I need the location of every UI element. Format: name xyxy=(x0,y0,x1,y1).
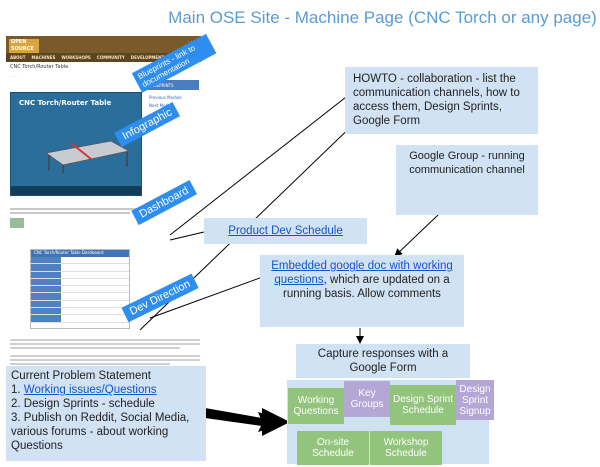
dashboard-row xyxy=(31,300,129,309)
blueprints-header: BLUEPRINTS xyxy=(147,80,199,90)
dashboard-row xyxy=(31,271,129,279)
text-line xyxy=(10,363,170,365)
dashboard-row xyxy=(31,278,129,287)
embedded-doc-box: Embedded google doc with working questio… xyxy=(260,255,464,327)
product-dev-schedule-box: Product Dev Schedule xyxy=(204,218,367,244)
google-group-box: Google Group - running communication cha… xyxy=(396,145,538,215)
product-dev-schedule-link[interactable]: Product Dev Schedule xyxy=(228,225,343,237)
text-line xyxy=(10,355,200,357)
design-sprint-signup-cell: Design Sprint Signup xyxy=(456,380,494,420)
dashboard-row xyxy=(31,315,129,323)
cnc-table-illustration xyxy=(44,140,131,173)
dashboard-row xyxy=(31,257,129,265)
dashboard-table: CNC Torch/Router Table Dashboard xyxy=(30,249,130,329)
big-arrow xyxy=(200,410,290,432)
text-line xyxy=(10,343,200,345)
blueprints-links: Previous Module Next Module xyxy=(149,94,182,110)
dashboard-row xyxy=(31,308,129,316)
workshop-schedule-cell: Workshop Schedule xyxy=(370,431,442,465)
problem-statement-box: Current Problem Statement 1. Working iss… xyxy=(6,366,206,461)
dashboard-row xyxy=(31,264,129,272)
embedded-doc-text: , which are updated on a running basis. … xyxy=(283,274,450,300)
blueprints-link[interactable]: Previous Module xyxy=(149,95,182,100)
problem-item-1: 1. Working issues/Questions xyxy=(11,383,201,397)
dashboard-header: CNC Torch/Router Table Dashboard xyxy=(31,250,129,257)
onsite-schedule-cell: On-site Schedule xyxy=(297,431,369,465)
site-nav-item: COMMUNITY xyxy=(96,55,125,60)
blueprints-link[interactable]: Next Module xyxy=(149,103,175,108)
connector-googlegroup-embedded xyxy=(394,214,439,257)
dashboard-row xyxy=(31,286,129,294)
problem-item-3: 3. Publish on Reddit, Social Media, vari… xyxy=(11,412,190,452)
problem-item-2: 2. Design Sprints - schedule xyxy=(11,398,155,410)
diagram-title: Main OSE Site - Machine Page (CNC Torch … xyxy=(168,8,597,27)
site-nav-item: ABOUT xyxy=(10,55,26,60)
site-breadcrumb: · · · · xyxy=(10,74,19,79)
text-line xyxy=(10,347,180,349)
site-nav-item: WORKSHOPS xyxy=(61,55,91,60)
text-line xyxy=(10,359,200,361)
small-thumbnail xyxy=(10,218,24,228)
site-page-title: CNC Torch/Router Table xyxy=(10,64,69,70)
key-groups-cell: Key Groups xyxy=(344,381,390,417)
embedded-doc-link[interactable]: Embedded google doc with working questio… xyxy=(271,260,453,286)
problem-item-1-number: 1. xyxy=(11,384,24,396)
working-questions-cell: Working Questions xyxy=(288,388,344,424)
site-nav-item: MACHINES xyxy=(31,55,56,60)
infographic-image: CNC Torch/Router Table xyxy=(10,92,142,196)
big-arrow-head xyxy=(205,408,290,436)
text-line xyxy=(10,339,200,341)
text-line xyxy=(10,212,130,214)
infographic-footer xyxy=(11,186,141,195)
howto-box: HOWTO - collaboration - list the communi… xyxy=(345,67,538,134)
dashboard-row xyxy=(31,293,129,301)
design-sprint-schedule-cell: Design Sprint Schedule xyxy=(390,385,456,425)
infographic-title: CNC Torch/Router Table xyxy=(19,99,112,107)
working-issues-link[interactable]: Working issues/Questions xyxy=(23,384,157,396)
site-nav-item: DEVELOPMENT xyxy=(130,55,165,60)
problem-heading: Current Problem Statement xyxy=(11,370,151,382)
capture-responses-box: Capture responses with a Google Form xyxy=(296,344,470,378)
text-line xyxy=(10,208,160,210)
